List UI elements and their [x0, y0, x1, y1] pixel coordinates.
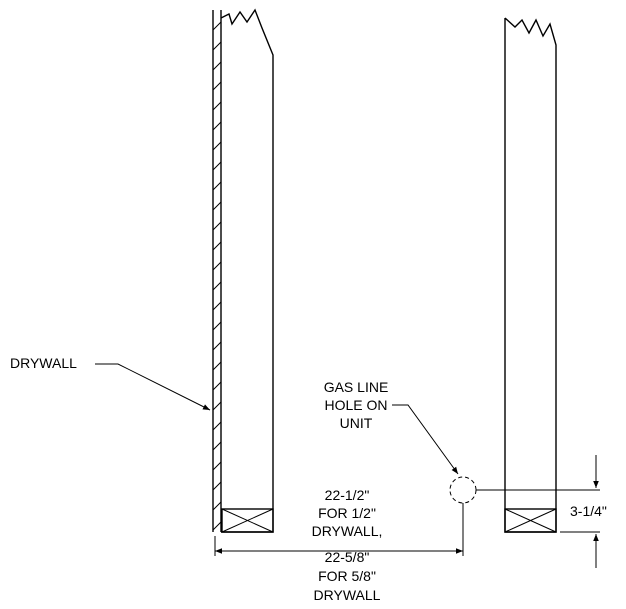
- right-unit-body: [504, 17, 557, 533]
- hatch-line: [212, 281, 222, 291]
- hatch-line: [212, 61, 222, 71]
- gas-line-leader: [392, 404, 459, 475]
- hatch-line: [212, 241, 222, 251]
- hatch-line: [212, 101, 222, 111]
- hatch-line: [212, 161, 222, 171]
- hatch-line: [212, 521, 222, 531]
- hatch-line: [212, 361, 222, 371]
- left-unit-body: [220, 8, 274, 533]
- drywall-label: DRYWALL: [10, 355, 77, 371]
- hatch-line: [212, 121, 222, 131]
- hatch-line: [212, 21, 222, 31]
- hatch-line: [212, 81, 222, 91]
- svg-text:22-1/2": 22-1/2": [325, 487, 370, 503]
- drywall-leader: [95, 363, 211, 411]
- height-dimension-text: 3-1/4": [570, 503, 607, 519]
- hatch-line: [212, 341, 222, 351]
- drywall-hatching: [212, 21, 222, 531]
- hatch-line: [212, 321, 222, 331]
- hatch-line: [212, 181, 222, 191]
- svg-text:DRYWALL,: DRYWALL,: [312, 523, 383, 539]
- svg-text:FOR 1/2": FOR 1/2": [318, 505, 376, 521]
- hatch-line: [212, 461, 222, 471]
- hatch-line: [212, 201, 222, 211]
- width-dimension-text: 22-1/2" FOR 1/2" DRYWALL, 22-5/8" FOR 5/…: [312, 487, 383, 603]
- gas-line-label-1: GAS LINE: [324, 379, 389, 395]
- hatch-line: [212, 481, 222, 491]
- hatch-line: [212, 421, 222, 431]
- gas-line-hole-circle: [449, 476, 477, 504]
- hatch-line: [212, 301, 222, 311]
- hatch-line: [212, 381, 222, 391]
- svg-text:22-5/8": 22-5/8": [325, 549, 370, 565]
- hatch-line: [212, 221, 222, 231]
- gas-line-label-2: HOLE ON: [324, 397, 387, 413]
- hatch-line: [212, 401, 222, 411]
- hatch-line: [212, 441, 222, 451]
- svg-text:DRYWALL: DRYWALL: [314, 587, 381, 603]
- left-base-block: [221, 508, 274, 533]
- hatch-line: [212, 501, 222, 511]
- right-unit: [504, 17, 557, 533]
- left-unit: [212, 8, 274, 533]
- right-base-block: [504, 508, 557, 533]
- gas-line-label-3: UNIT: [340, 415, 373, 431]
- hatch-line: [212, 261, 222, 271]
- hatch-line: [212, 141, 222, 151]
- hatch-line: [212, 41, 222, 51]
- svg-text:FOR 5/8": FOR 5/8": [318, 568, 376, 584]
